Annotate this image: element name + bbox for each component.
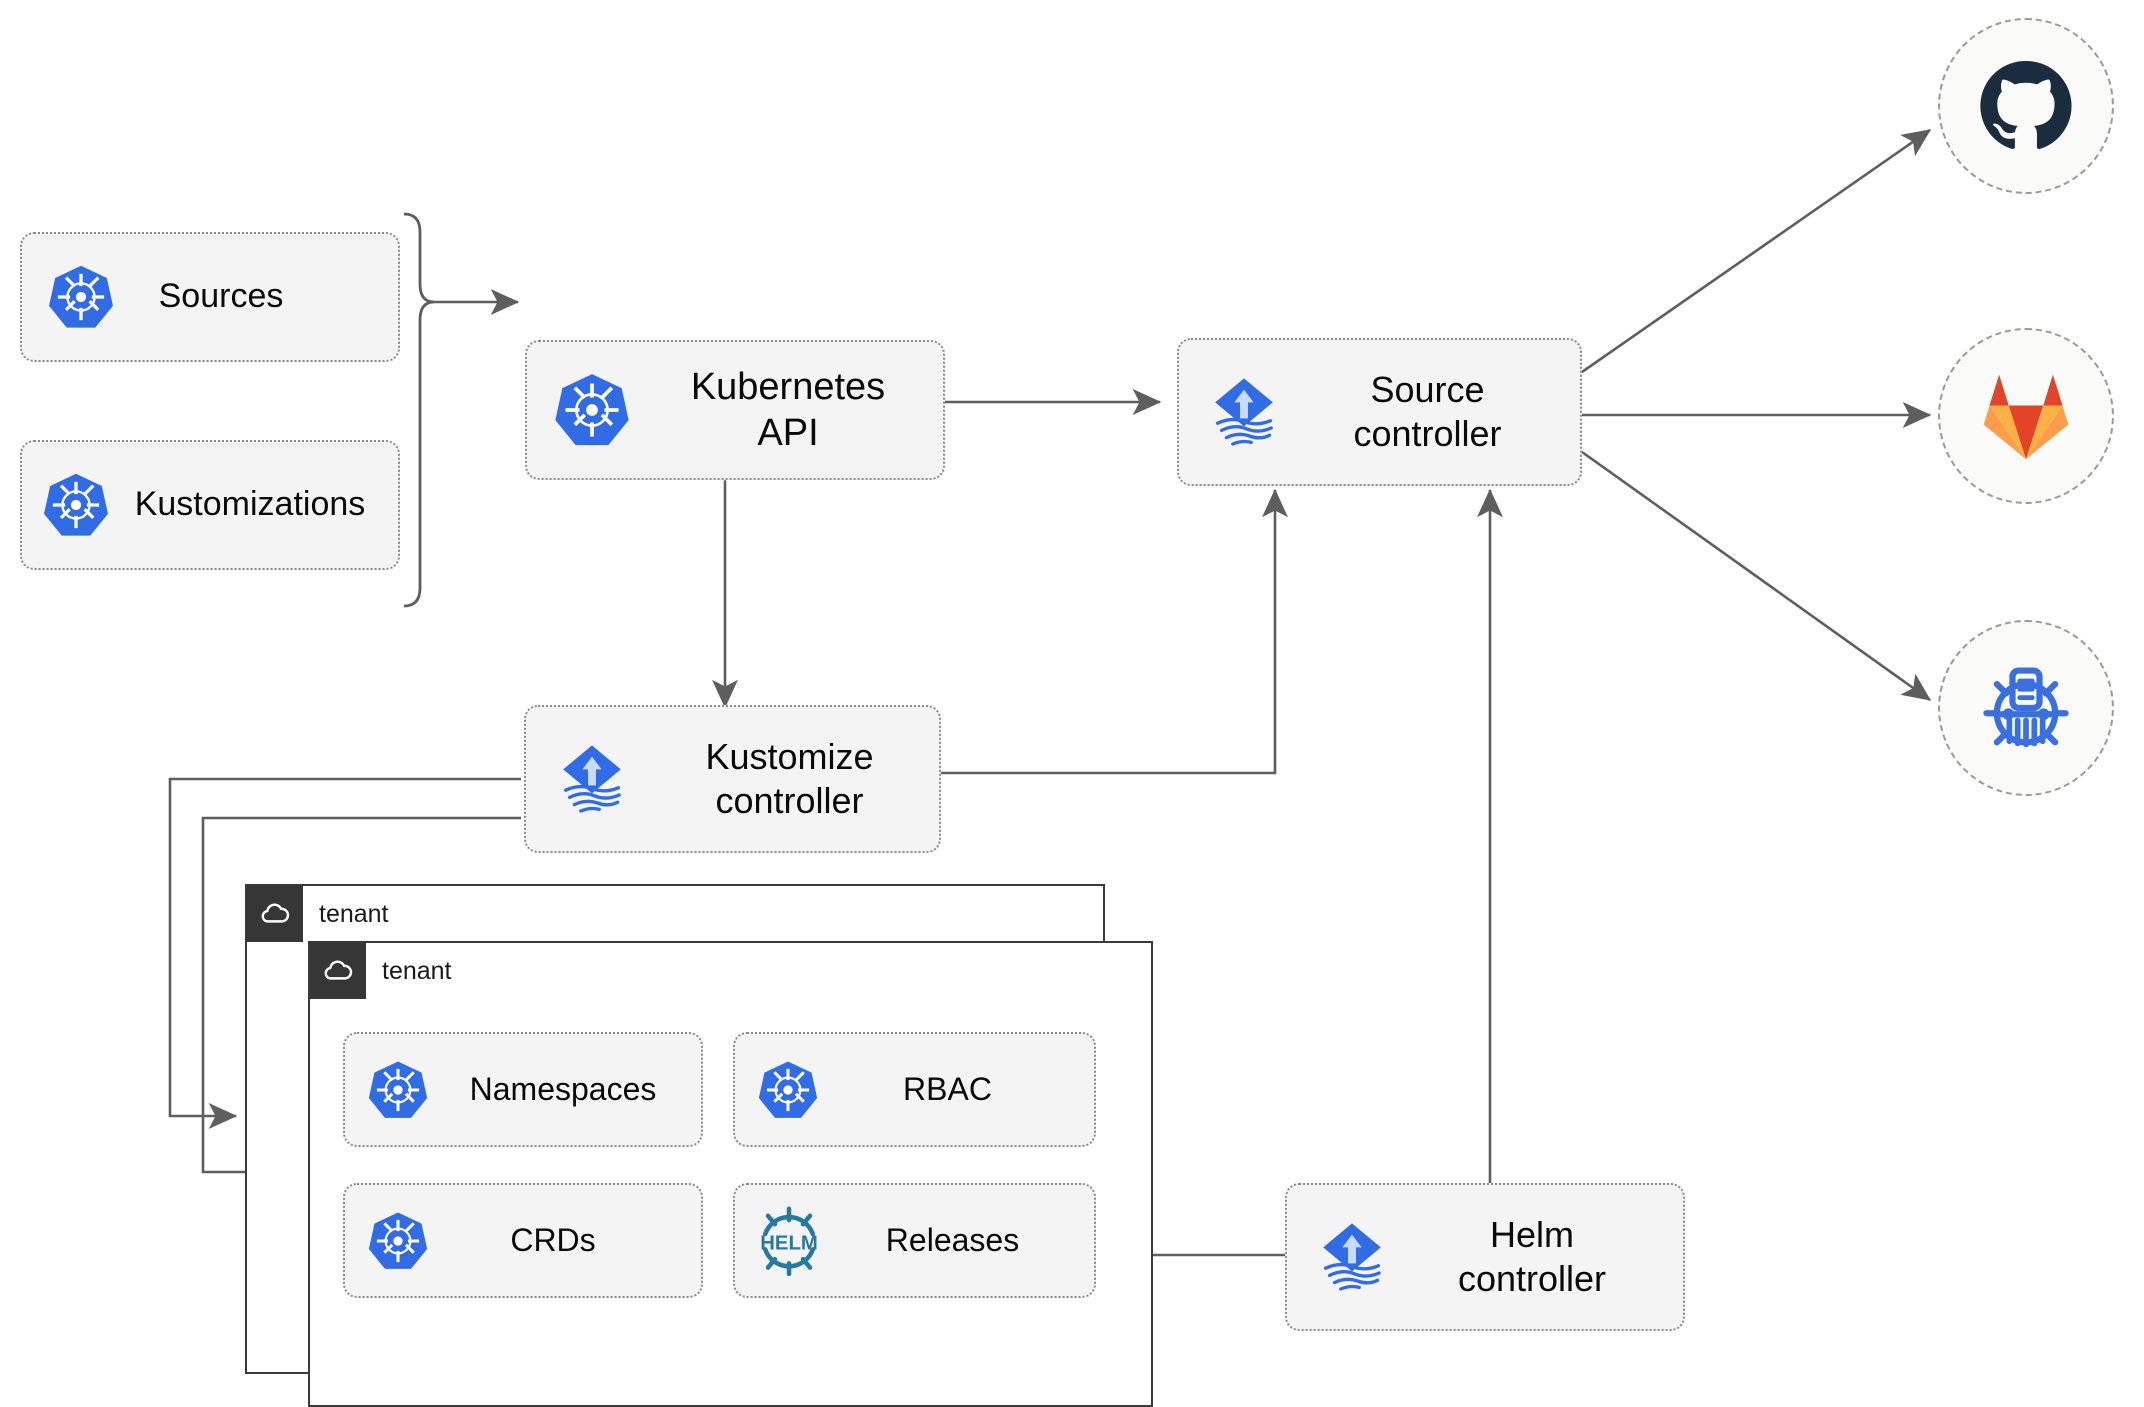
group-bracket: [403, 212, 435, 608]
external-oci-registry[interactable]: [1938, 620, 2114, 796]
node-label: CRDs: [510, 1221, 596, 1258]
cloud-icon: [247, 886, 303, 942]
helm-icon: HELM: [735, 1206, 843, 1276]
tenant-container-front: tenant: [308, 941, 1153, 1407]
flux-icon: [1179, 372, 1309, 452]
kubernetes-icon: [735, 1059, 841, 1121]
external-github[interactable]: [1938, 18, 2114, 194]
node-namespaces[interactable]: Namespaces: [343, 1032, 703, 1147]
node-crds[interactable]: CRDs: [343, 1183, 703, 1298]
external-gitlab[interactable]: [1938, 328, 2114, 504]
github-icon: [1980, 60, 2072, 150]
flux-icon: [526, 739, 658, 819]
node-label: Helm controller: [1457, 1214, 1607, 1299]
tenant-label-back: tenant: [319, 899, 389, 928]
arrow-sourcectrl-registry: [1581, 450, 1932, 702]
node-label: Kubernetes API: [690, 365, 886, 454]
node-label: Releases: [885, 1221, 1020, 1258]
arrow-sourcectrl-github: [1581, 128, 1932, 374]
node-label: Kustomize controller: [705, 736, 874, 821]
kubernetes-icon: [345, 1059, 451, 1121]
arrow-kustomizectrl-sourcectrl: [941, 488, 1288, 775]
oci-registry-icon: [1983, 667, 2069, 748]
node-sources[interactable]: Sources: [20, 232, 400, 362]
node-releases[interactable]: HELM Releases: [733, 1183, 1096, 1298]
cloud-icon: [310, 943, 366, 999]
svg-text:HELM: HELM: [760, 1232, 817, 1254]
kubernetes-icon: [22, 263, 140, 331]
gitlab-icon: [1983, 374, 2069, 460]
kubernetes-icon: [22, 471, 130, 539]
node-label: Kustomizations: [134, 485, 366, 524]
node-helm-controller[interactable]: Helm controller: [1285, 1183, 1685, 1331]
node-label: Namespaces: [469, 1070, 657, 1107]
node-label: RBAC: [903, 1070, 992, 1107]
node-label: Sources: [158, 277, 284, 316]
tenant-header-back: tenant: [247, 886, 389, 942]
tenant-header-front: tenant: [310, 943, 452, 999]
node-kustomizations[interactable]: Kustomizations: [20, 440, 400, 570]
node-kustomize-controller[interactable]: Kustomize controller: [524, 705, 941, 853]
node-rbac[interactable]: RBAC: [733, 1032, 1096, 1147]
tenant-label-front: tenant: [382, 956, 452, 985]
node-label: Source controller: [1353, 369, 1502, 454]
kubernetes-icon: [345, 1210, 451, 1272]
kubernetes-icon: [527, 371, 657, 449]
node-kubernetes-api[interactable]: Kubernetes API: [525, 340, 945, 480]
node-source-controller[interactable]: Source controller: [1177, 338, 1582, 486]
flux-icon: [1287, 1217, 1417, 1297]
